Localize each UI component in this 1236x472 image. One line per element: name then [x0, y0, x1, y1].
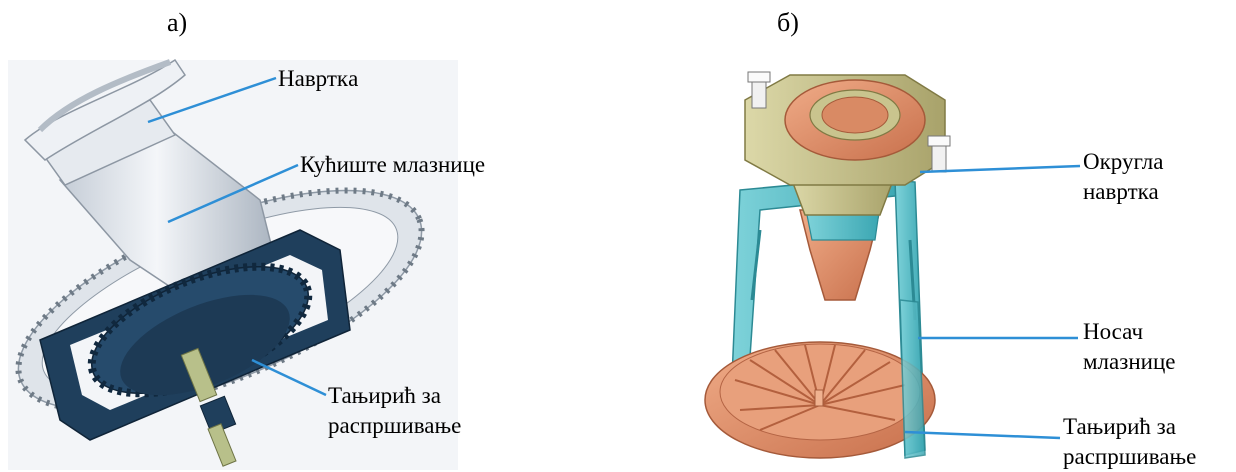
- leader-plate-b: [905, 432, 1060, 438]
- callout-round-nut-line1: Округла: [1083, 147, 1163, 177]
- callout-holder-line2: млазнице: [1083, 347, 1175, 377]
- callout-round-nut: Округла навртка: [1083, 147, 1163, 207]
- callout-plate-a: Тањирић за распршивање: [328, 381, 461, 441]
- callout-round-nut-line2: навртка: [1083, 177, 1163, 207]
- callout-plate-a-line2: распршивање: [328, 411, 461, 441]
- callout-holder-line1: Носач: [1083, 317, 1175, 347]
- callout-housing: Кућиште млазнице: [300, 150, 485, 180]
- callout-plate-b-line2: распршивање: [1063, 442, 1196, 472]
- callout-nut-a: Наврткa: [278, 64, 358, 94]
- panel-b-drawing: [705, 72, 1080, 458]
- callout-plate-a-line1: Тањирић за: [328, 381, 461, 411]
- callout-plate-b: Тањирић за распршивање: [1063, 412, 1196, 472]
- callout-plate-b-line1: Тањирић за: [1063, 412, 1196, 442]
- callout-holder: Носач млазнице: [1083, 317, 1175, 377]
